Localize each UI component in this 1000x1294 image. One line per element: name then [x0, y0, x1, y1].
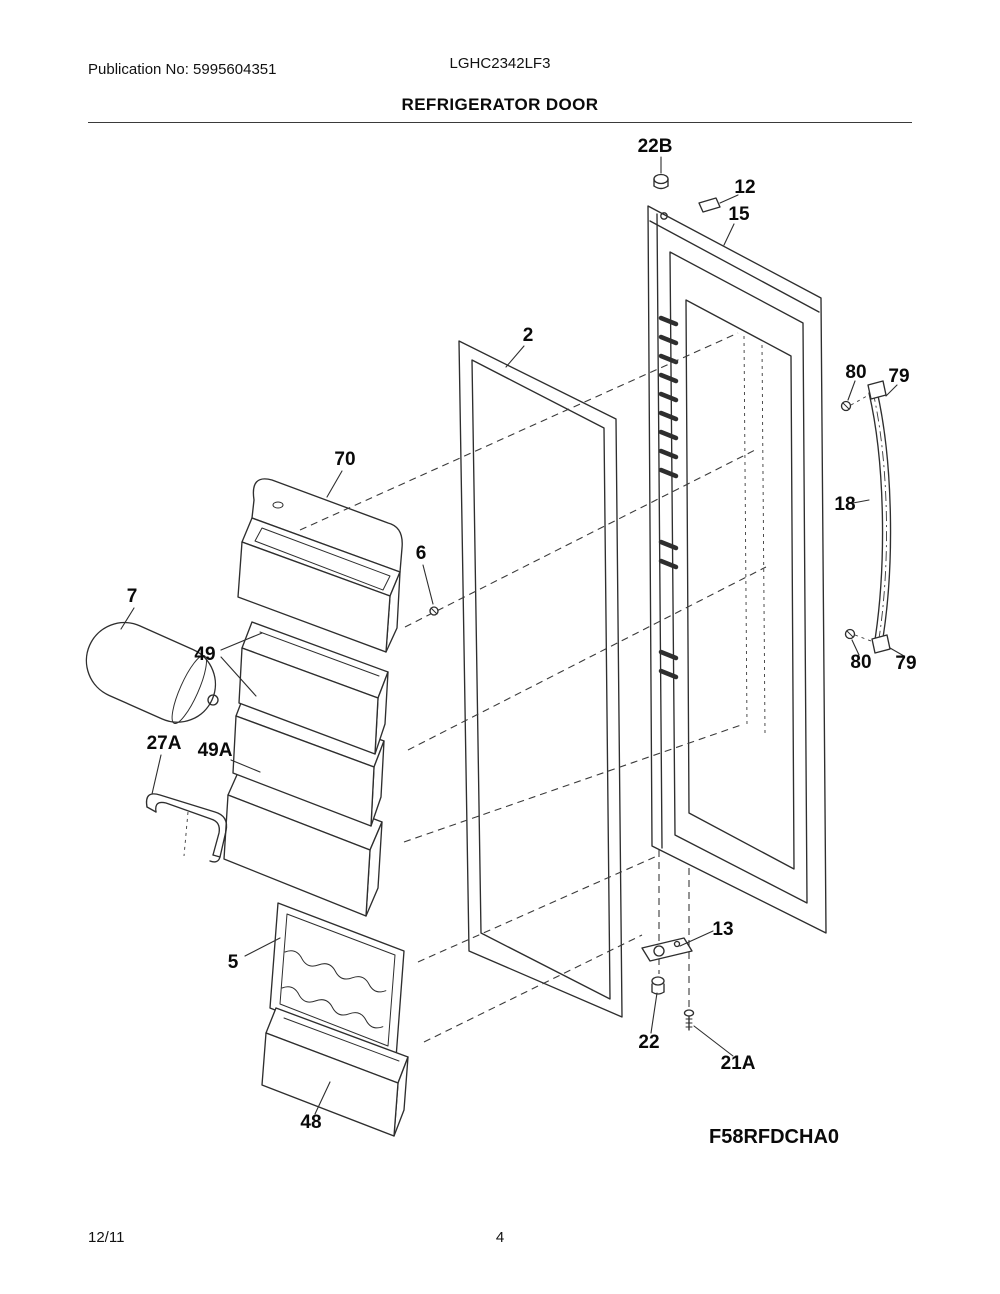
part-label-70: 70: [334, 449, 355, 470]
part-label-79-bottom: 79: [895, 653, 916, 674]
part-labels: 22B 12 15 2 80 79 18 70 6 7 49 27A 49A 8…: [127, 136, 917, 1148]
part-label-49: 49: [194, 644, 215, 665]
part-label-22b: 22B: [638, 136, 673, 157]
bin-48-drawing: [261, 1007, 409, 1137]
model-number: LGHC2342LF3: [449, 55, 551, 72]
part-label-7: 7: [127, 586, 138, 607]
part-label-48: 48: [300, 1112, 321, 1133]
part-label-15: 15: [728, 204, 750, 225]
part-label-2: 2: [523, 325, 534, 346]
trim-27a-drawing: [145, 793, 228, 863]
header-divider: [88, 122, 912, 123]
footer-page-number: 4: [495, 1229, 505, 1246]
door-gasket-drawing: [458, 340, 623, 1018]
door-slots: [658, 315, 679, 680]
part-label-21a: 21A: [721, 1053, 756, 1074]
leader-lines: [120, 156, 905, 1115]
part-label-79-top: 79: [888, 366, 909, 387]
screw-80-bottom: [844, 628, 872, 642]
door-panel-drawing: [647, 205, 827, 934]
part-label-6: 6: [416, 543, 427, 564]
handle-18-drawing: [840, 380, 892, 654]
clip-12-drawing: [698, 197, 721, 213]
screw-6-drawing: [429, 606, 439, 616]
projection-lines: [299, 332, 767, 1043]
part-label-5: 5: [228, 952, 239, 973]
part-label-18: 18: [834, 494, 855, 515]
footer-date: 12/11: [88, 1229, 125, 1246]
screw-21a-drawing: [683, 1009, 695, 1031]
part-label-80-bottom: 80: [850, 652, 871, 673]
cap-22b-drawing: [653, 173, 669, 190]
diagram-code: F58RFDCHA0: [709, 1126, 839, 1148]
bin-70-drawing: [237, 478, 403, 653]
part-label-22: 22: [638, 1032, 659, 1053]
page-title: REFRIGERATOR DOOR: [401, 95, 599, 114]
screw-80-top: [840, 395, 868, 412]
bins-49-drawing: [232, 621, 389, 827]
hinge-13-drawing: [641, 937, 693, 962]
bracket-79-bottom: [871, 634, 891, 654]
part-label-13: 13: [712, 919, 733, 940]
part-label-80-top: 80: [845, 362, 866, 383]
part-label-49a: 49A: [198, 740, 233, 761]
can-rack-drawing: [85, 621, 219, 724]
bracket-79-top: [867, 380, 887, 400]
part-label-27a: 27A: [147, 733, 182, 754]
plug-22-drawing: [651, 976, 665, 995]
part-label-12: 12: [734, 177, 755, 198]
publication-number: Publication No: 5995604351: [88, 61, 277, 78]
